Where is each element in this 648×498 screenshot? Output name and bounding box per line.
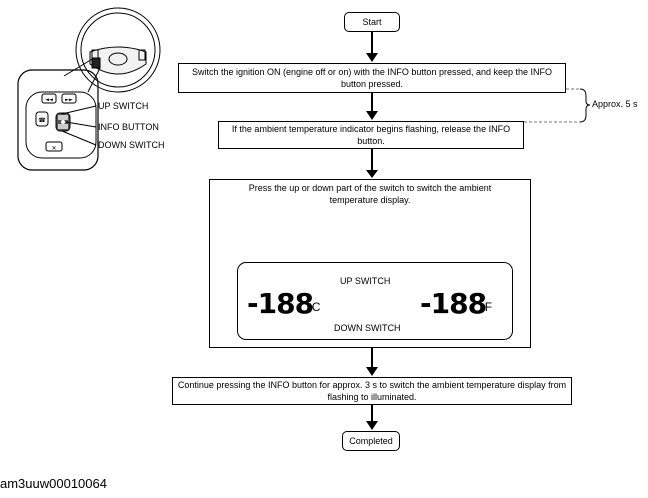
timing-note: Approx. 5 s: [592, 99, 638, 109]
temperature-display-panel: [237, 262, 513, 340]
step-release-info: If the ambient temperature indicator beg…: [218, 121, 524, 149]
fahrenheit-unit: °F: [480, 300, 493, 314]
svg-text:✕: ✕: [51, 146, 56, 152]
step-switch-display-text: Press the up or down part of the switch …: [248, 183, 492, 205]
svg-text:►►: ►►: [65, 97, 73, 103]
svg-text:◄◄: ◄◄: [45, 97, 53, 103]
step-ignition-on: Switch the ignition ON (engine off or on…: [178, 63, 566, 93]
flow-arrows: [366, 31, 378, 430]
figure-id: am3uuw00010064: [0, 476, 107, 491]
step-ignition-on-text: Switch the ignition ON (engine off or on…: [191, 67, 553, 89]
start-node: Start: [344, 12, 400, 32]
fahrenheit-value: -188: [420, 287, 487, 320]
completed-node: Completed: [342, 431, 400, 451]
timing-brace: [524, 88, 591, 123]
completed-label: Completed: [349, 436, 393, 446]
steering-wheel-rim-icon: [75, 7, 161, 93]
arrow-up-switch-label: UP SWITCH: [340, 276, 391, 286]
step-continue-pressing-text: Continue pressing the INFO button for ap…: [177, 380, 567, 402]
start-label: Start: [362, 17, 382, 27]
switch-panel-inset: [17, 69, 99, 171]
step-continue-pressing: Continue pressing the INFO button for ap…: [172, 377, 572, 405]
step-release-info-text: If the ambient temperature indicator beg…: [231, 124, 511, 146]
celsius-value: -188: [247, 287, 314, 320]
up-switch-label: UP SWITCH: [98, 101, 149, 111]
steering-wheel-illustration: ◄◄ ►► ☎ ✕: [17, 7, 161, 171]
arrow-down-switch-label: DOWN SWITCH: [334, 323, 401, 333]
celsius-unit: °C: [307, 300, 321, 314]
info-button-label: INFO BUTTON: [98, 122, 159, 132]
svg-text:☎: ☎: [38, 117, 46, 124]
down-switch-label: DOWN SWITCH: [98, 140, 165, 150]
